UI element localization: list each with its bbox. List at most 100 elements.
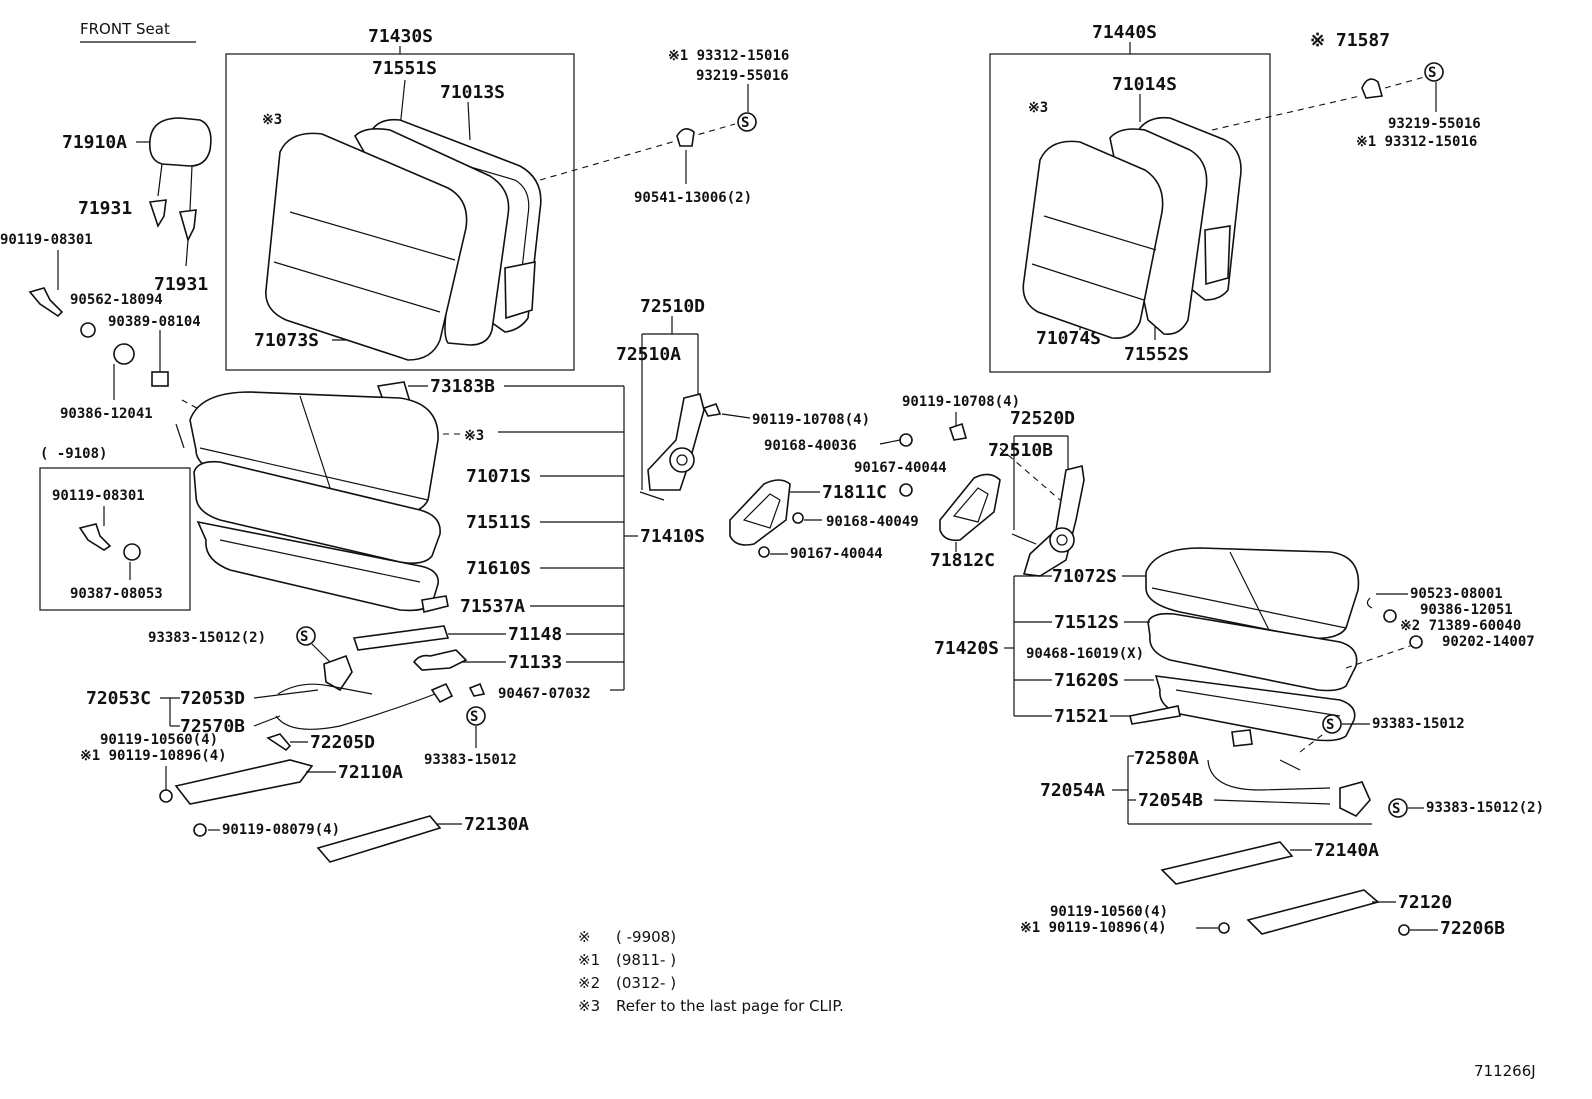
label-72510D[interactable]: 72510D [640, 296, 705, 317]
label-72120[interactable]: 72120 [1398, 892, 1452, 913]
label-72580A[interactable]: 72580A [1134, 748, 1199, 769]
label-71014S[interactable]: 71014S [1112, 74, 1177, 95]
label-72140A[interactable]: 72140A [1314, 840, 1379, 861]
label-72510B[interactable]: 72510B [988, 440, 1053, 461]
label-90119-10560-a[interactable]: 90119-10560(4) [100, 732, 218, 748]
label-71610S[interactable]: 71610S [466, 558, 531, 579]
label-72130A[interactable]: 72130A [464, 814, 529, 835]
label-90119-08301-b[interactable]: 90119-08301 [52, 488, 145, 504]
leader [999, 447, 1061, 501]
label-72206B[interactable]: 72206B [1440, 918, 1505, 939]
label-93383-15012-a[interactable]: 93383-15012(2) [148, 630, 266, 646]
label-71440S[interactable]: 71440S [1092, 22, 1157, 43]
label-72570B[interactable]: 72570B [180, 716, 245, 737]
label-90387-08053[interactable]: 90387-08053 [70, 586, 163, 602]
part-71521 [1129, 705, 1181, 725]
label-90386-12051[interactable]: 90386-12051 [1420, 602, 1513, 618]
spring-right [1011, 533, 1037, 545]
label-71620S[interactable]: 71620S [1054, 670, 1119, 691]
label-71812C[interactable]: 71812C [930, 550, 995, 571]
label-71410S[interactable]: 71410S [640, 526, 705, 547]
label-90119-10896-b[interactable]: ※1 90119-10896(4) [1020, 920, 1167, 936]
cable-72570B [275, 691, 441, 730]
seat-pad-left [193, 460, 441, 564]
label-72205D[interactable]: 72205D [310, 732, 375, 753]
label-71511S[interactable]: 71511S [466, 512, 531, 533]
label-71587[interactable]: ※ 71587 [1310, 30, 1390, 51]
label-71072S[interactable]: 71072S [1052, 566, 1117, 587]
legend-mark-1: ※1 [578, 951, 600, 969]
label-71811C[interactable]: 71811C [822, 482, 887, 503]
label-90167-40044-b[interactable]: 90167-40044 [790, 546, 883, 562]
leader [1211, 95, 1361, 131]
bolt-inset [78, 523, 112, 551]
label-71389-60040[interactable]: ※2 71389-60040 [1400, 618, 1521, 634]
label-72520D[interactable]: 72520D [1010, 408, 1075, 429]
label-71521[interactable]: 71521 [1054, 706, 1108, 727]
label-90119-10708-a[interactable]: 90119-10708(4) [752, 412, 870, 428]
label-90119-10896-a[interactable]: ※1 90119-10896(4) [80, 748, 227, 764]
inset-box-9108 [39, 467, 191, 611]
label-90119-10560-b[interactable]: 90119-10560(4) [1050, 904, 1168, 920]
label-71073S[interactable]: 71073S [254, 330, 319, 351]
label-93219-55016-a[interactable]: 93219-55016 [696, 68, 789, 84]
label-71071S[interactable]: 71071S [466, 466, 531, 487]
label-72053D[interactable]: 72053D [180, 688, 245, 709]
label-71512S[interactable]: 71512S [1054, 612, 1119, 633]
label-90167-40044-a[interactable]: 90167-40044 [854, 460, 947, 476]
label-71910A[interactable]: 71910A [62, 132, 127, 153]
label-72110A[interactable]: 72110A [338, 762, 403, 783]
label-90541-13006[interactable]: 90541-13006(2) [634, 190, 752, 206]
part-71133 [412, 649, 468, 671]
label-93312-15016-a[interactable]: ※1 93312-15016 [668, 48, 789, 64]
leader [879, 439, 901, 445]
label-72054A[interactable]: 72054A [1040, 780, 1105, 801]
bolt-lower-left [159, 789, 173, 803]
label-71148[interactable]: 71148 [508, 624, 562, 645]
label-71551S[interactable]: 71551S [372, 58, 437, 79]
label-90389-08104[interactable]: 90389-08104 [108, 314, 201, 330]
label-90202-14007[interactable]: 90202-14007 [1442, 634, 1535, 650]
label-93383-15012-d[interactable]: 93383-15012(2) [1426, 800, 1544, 816]
label-90468-16019[interactable]: 90468-16019(X) [1026, 646, 1144, 662]
s-mark: S [741, 115, 749, 131]
label-71013S[interactable]: 71013S [440, 82, 505, 103]
s-mark-mid: S [470, 709, 478, 725]
label-72053C[interactable]: 72053C [86, 688, 151, 709]
label-clip3-right: ※3 [1028, 100, 1048, 116]
label-93312-15016-b[interactable]: ※1 93312-15016 [1356, 134, 1477, 150]
part-71148 [352, 625, 450, 651]
pin-72205D [266, 733, 292, 752]
rail-72110A [174, 759, 314, 805]
label-90523-08001[interactable]: 90523-08001 [1410, 586, 1503, 602]
label-90119-08079[interactable]: 90119-08079(4) [222, 822, 340, 838]
label-90386-12041[interactable]: 90386-12041 [60, 406, 153, 422]
label-71537A[interactable]: 71537A [460, 596, 525, 617]
label-71430S[interactable]: 71430S [368, 26, 433, 47]
legend-mark-2: ※2 [578, 974, 600, 992]
label-73183B[interactable]: 73183B [430, 376, 495, 397]
label-93383-15012-c[interactable]: 93383-15012 [1372, 716, 1465, 732]
label-71420S[interactable]: 71420S [934, 638, 999, 659]
label-71133[interactable]: 71133 [508, 652, 562, 673]
leader [1213, 799, 1331, 805]
label-93219-55016-b[interactable]: 93219-55016 [1388, 116, 1481, 132]
label-90562-18094[interactable]: 90562-18094 [70, 292, 163, 308]
label-90168-40049[interactable]: 90168-40049 [826, 514, 919, 530]
bushing-90386-12051 [1383, 609, 1397, 623]
label-90168-40036[interactable]: 90168-40036 [764, 438, 857, 454]
leader [467, 101, 471, 141]
label-71074S[interactable]: 71074S [1036, 328, 1101, 349]
label-93383-15012-b[interactable]: 93383-15012 [424, 752, 517, 768]
clip-71587 [1361, 78, 1384, 99]
label-90467-07032[interactable]: 90467-07032 [498, 686, 591, 702]
label-90119-10708-b[interactable]: 90119-10708(4) [902, 394, 1020, 410]
label-72510A[interactable]: 72510A [616, 344, 681, 365]
bushing-90386 [113, 343, 135, 365]
label-71931-b[interactable]: 71931 [154, 274, 208, 295]
label-90119-08301-a[interactable]: 90119-08301 [0, 232, 93, 248]
label-71931-a[interactable]: 71931 [78, 198, 132, 219]
label-72054B[interactable]: 72054B [1138, 790, 1203, 811]
clip-90523 [1366, 597, 1373, 609]
label-71552S[interactable]: 71552S [1124, 344, 1189, 365]
